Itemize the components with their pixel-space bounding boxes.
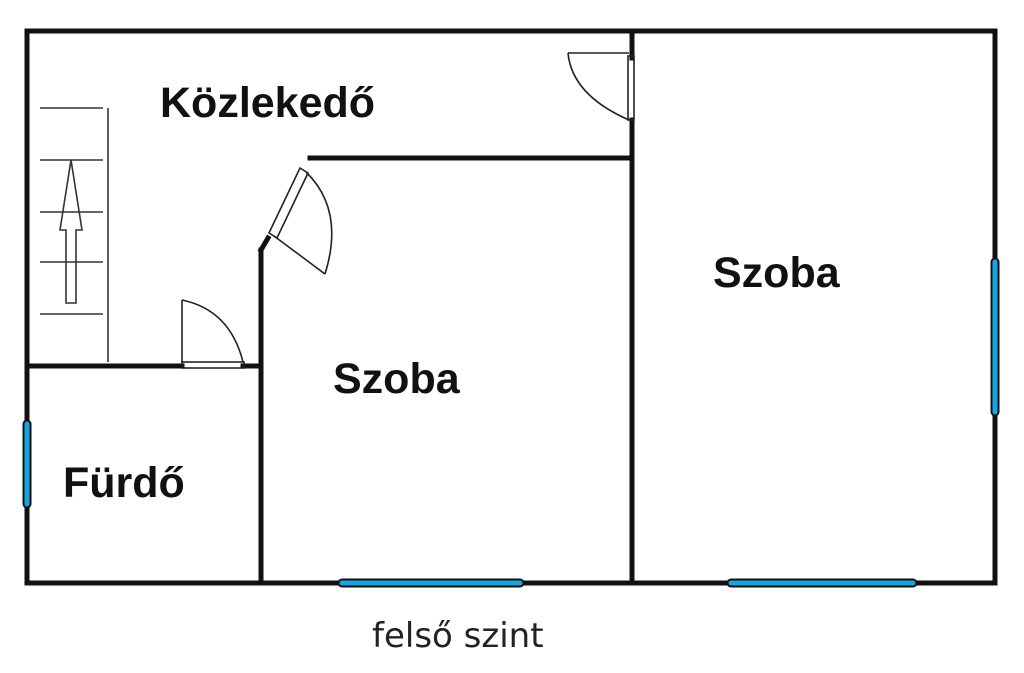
door-corridor-to-bathroom bbox=[181, 299, 245, 369]
staircase bbox=[40, 107, 109, 362]
plan-caption: felső szint bbox=[372, 616, 544, 656]
room-label-right-room: Szoba bbox=[713, 249, 841, 297]
room-label-corridor: Közlekedő bbox=[160, 79, 375, 127]
arrow-up-icon bbox=[59, 159, 83, 304]
door-corridor-to-middle-room bbox=[267, 166, 333, 275]
room-label-middle-room: Szoba bbox=[333, 355, 461, 403]
interior-walls bbox=[24, 28, 635, 586]
room-label-bathroom: Fürdő bbox=[63, 459, 185, 507]
door-corridor-to-right-room bbox=[567, 52, 635, 121]
